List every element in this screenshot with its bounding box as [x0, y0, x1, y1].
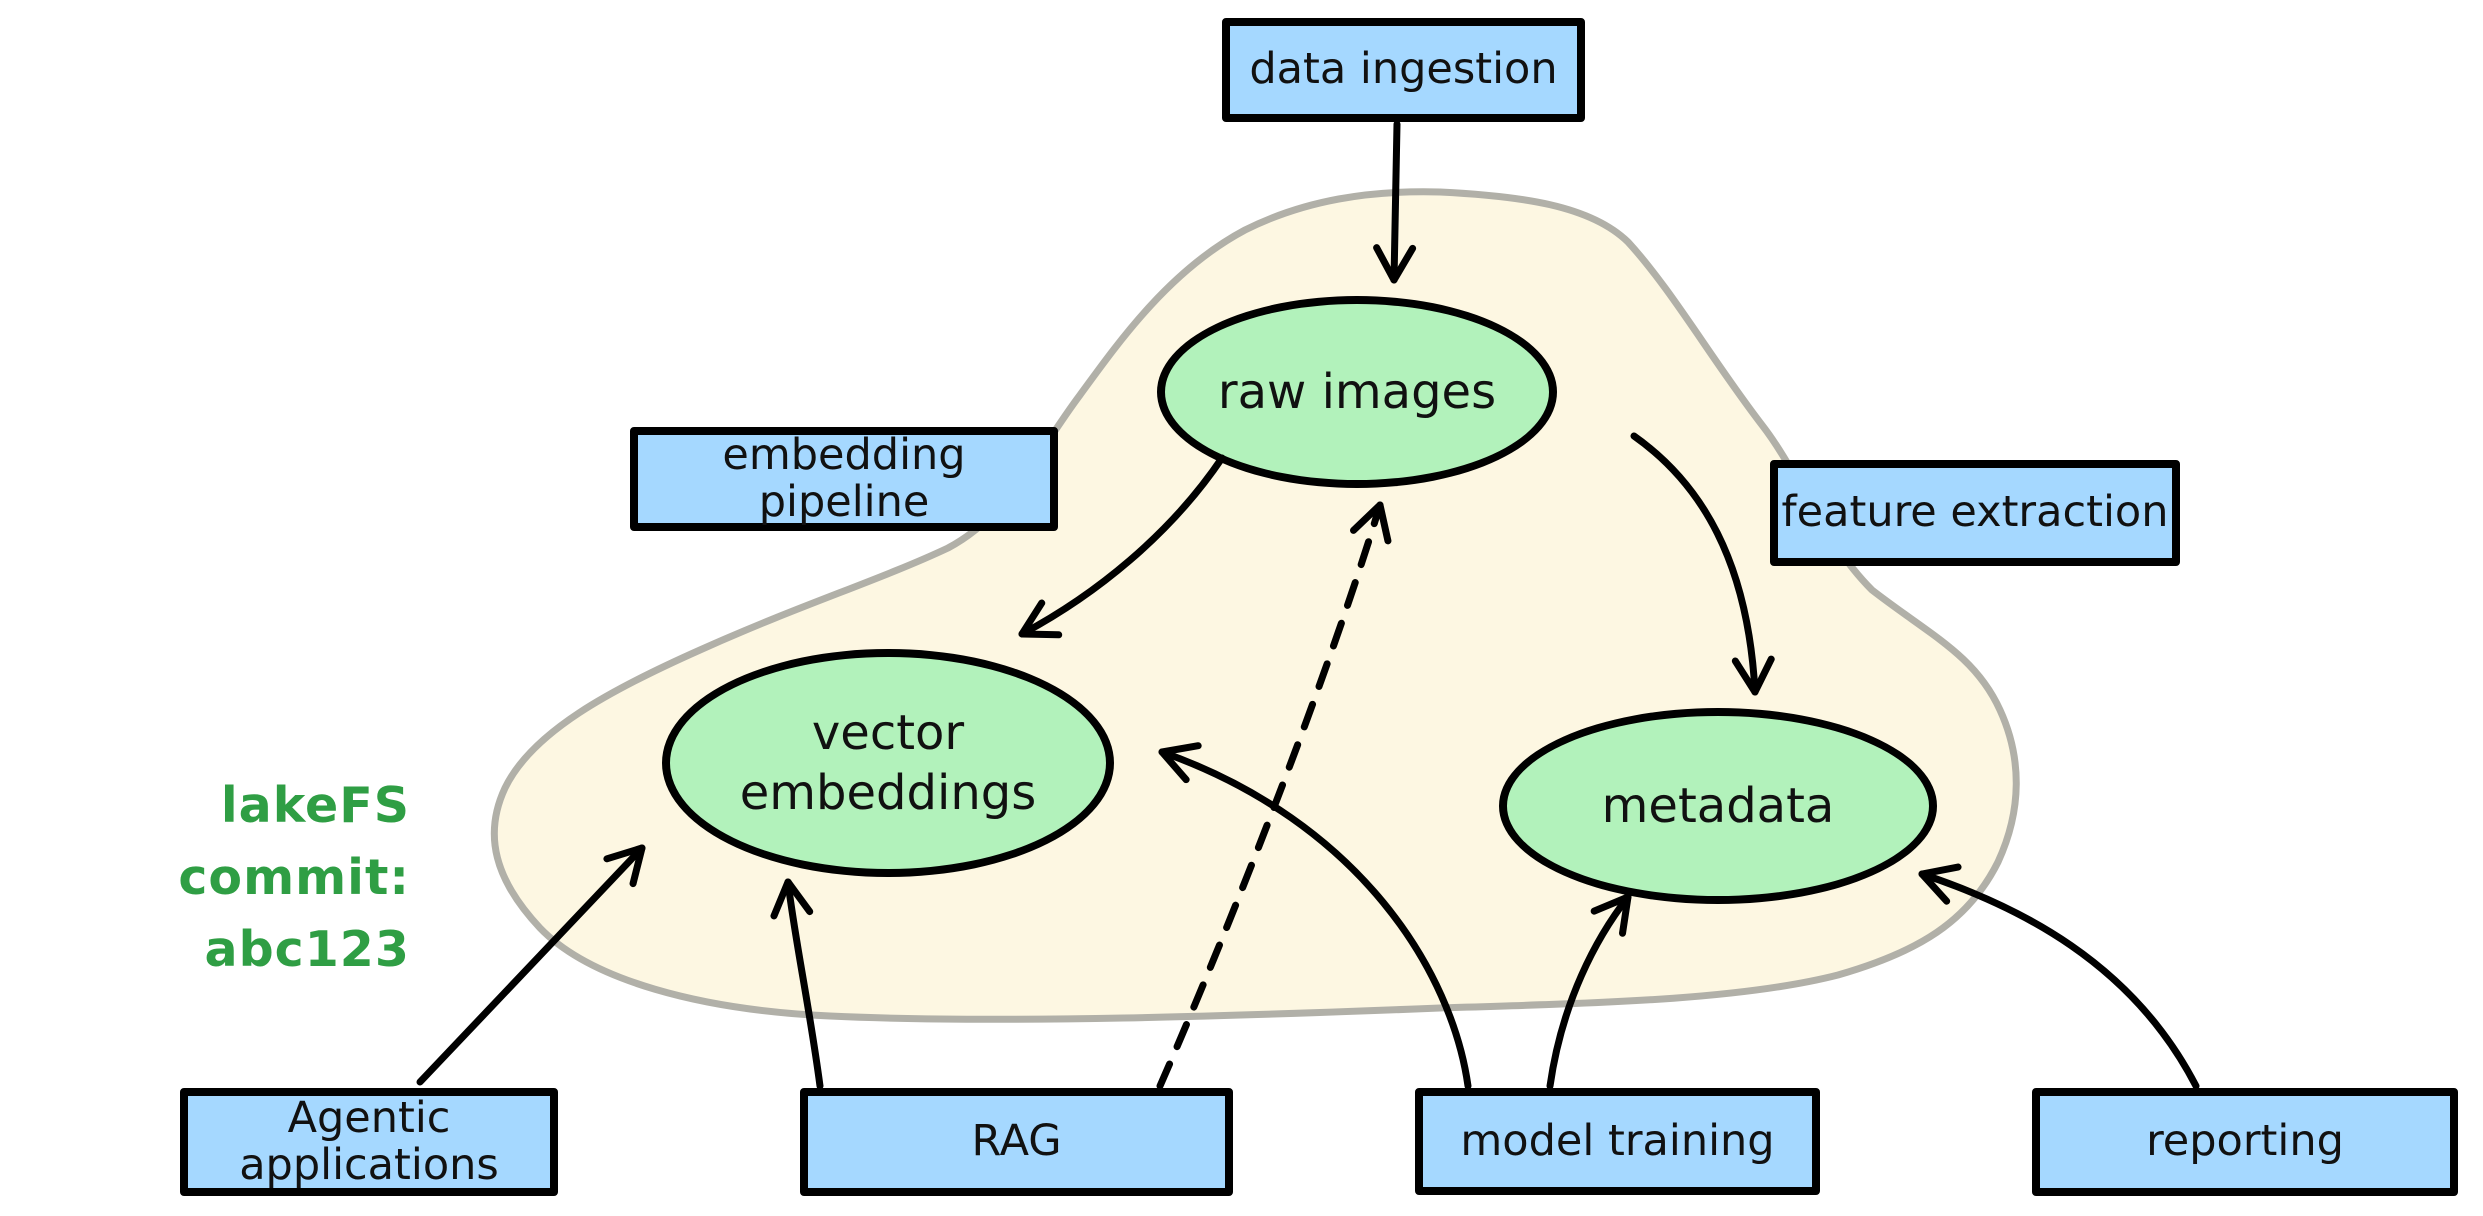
edge-agentic-applications-to-vector-embeddings: [416, 844, 646, 1086]
node-data-ingestion: data ingestion: [1222, 18, 1585, 122]
node-reporting: reporting: [2032, 1088, 2458, 1196]
node-reporting-label: reporting: [2146, 1116, 2344, 1167]
node-agentic-applications-label: Agentic applications: [239, 1092, 499, 1190]
node-embedding-pipeline: embedding pipeline: [630, 427, 1058, 531]
edge-data-ingestion-to-raw-images: [1373, 120, 1417, 284]
edge-raw-images-to-metadata: [1630, 432, 1775, 696]
edge-model-training-to-metadata: [1546, 893, 1632, 1090]
node-feature-extraction-label: feature extraction: [1781, 487, 2169, 538]
node-raw-images-label: raw images: [1217, 364, 1497, 420]
node-embedding-pipeline-label: embedding pipeline: [722, 429, 966, 527]
node-vector-embeddings: vector embeddings: [662, 649, 1114, 877]
node-model-training-label: model training: [1460, 1115, 1775, 1166]
lakefs-commit-annotation: lakeFS commit: abc123: [10, 770, 410, 986]
node-raw-images: raw images: [1157, 296, 1557, 488]
node-vector-embeddings-label: vector embeddings: [739, 705, 1037, 821]
node-rag: RAG: [800, 1088, 1233, 1196]
node-agentic-applications: Agentic applications: [180, 1088, 558, 1196]
edge-model-training-to-vector-embeddings: [1158, 742, 1472, 1090]
node-model-training: model training: [1415, 1088, 1820, 1195]
edge-reporting-to-metadata: [1918, 863, 2200, 1090]
edge-rag-to-raw-images-dashed: [1156, 501, 1392, 1090]
node-feature-extraction: feature extraction: [1770, 460, 2180, 566]
lakefs-annotation-line1: lakeFS: [220, 777, 410, 834]
lakefs-annotation-line2: commit: abc123: [178, 849, 410, 978]
node-metadata: metadata: [1499, 708, 1937, 904]
node-metadata-label: metadata: [1601, 778, 1835, 834]
node-data-ingestion-label: data ingestion: [1249, 44, 1558, 95]
edge-rag-to-vector-embeddings: [770, 878, 824, 1090]
node-rag-label: RAG: [971, 1116, 1062, 1167]
